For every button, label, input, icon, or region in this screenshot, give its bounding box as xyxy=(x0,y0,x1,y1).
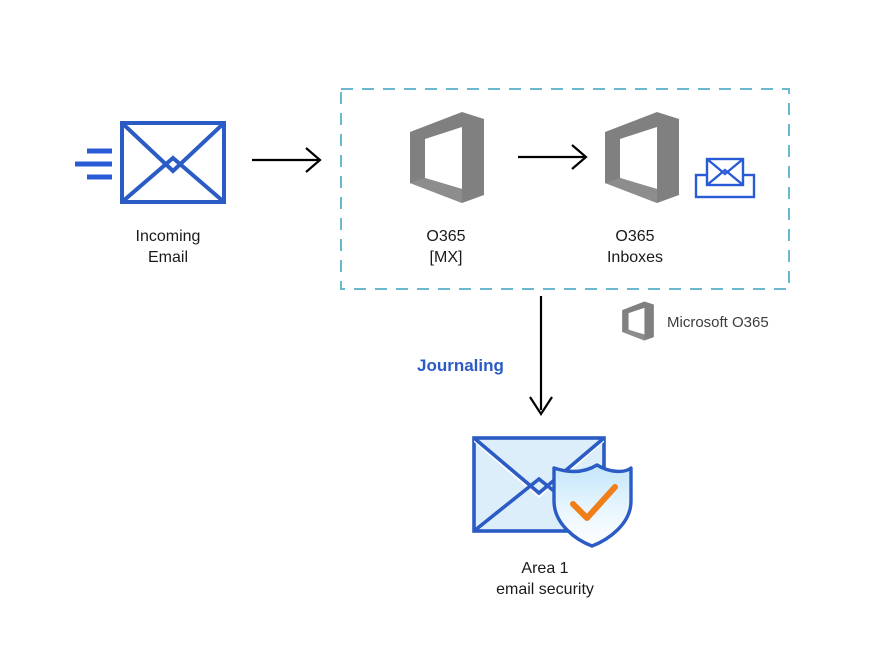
incoming-email-label: Incoming Email xyxy=(135,228,201,266)
office-365-logo-icon xyxy=(410,112,484,203)
office-365-boundary-box xyxy=(340,88,790,290)
arrow-mx-to-inboxes xyxy=(518,140,593,174)
o365-mx-icon xyxy=(405,110,489,205)
incoming-email-icon xyxy=(72,112,232,212)
office-365-logo-icon xyxy=(622,301,654,341)
o365-mx-label: O365 [MX] xyxy=(426,228,466,266)
office-365-logo-icon xyxy=(605,112,679,203)
legend-label: Microsoft O365 xyxy=(667,314,769,331)
arrow-inboxes-to-area1 xyxy=(528,296,554,420)
check-icon xyxy=(570,484,618,521)
journaling-label: Journaling xyxy=(417,356,504,375)
envelope-icon xyxy=(120,121,226,204)
area1-email-security-icon xyxy=(470,432,635,548)
o365-inboxes-icon xyxy=(600,110,684,205)
arrowhead-icon xyxy=(529,396,553,417)
inbox-tray-icon xyxy=(694,157,756,202)
arrow-incoming-to-mx xyxy=(252,143,327,177)
arrowhead-icon xyxy=(305,147,322,173)
arrowhead-icon xyxy=(571,144,588,170)
area1-email-security-label: Area 1 email security xyxy=(496,560,594,598)
speed-lines-icon xyxy=(75,148,112,180)
legend-o365-icon xyxy=(620,300,656,342)
o365-inboxes-label: O365 Inboxes xyxy=(606,228,664,266)
dashed-border-rect xyxy=(340,88,790,290)
shield-check-icon xyxy=(552,463,633,548)
